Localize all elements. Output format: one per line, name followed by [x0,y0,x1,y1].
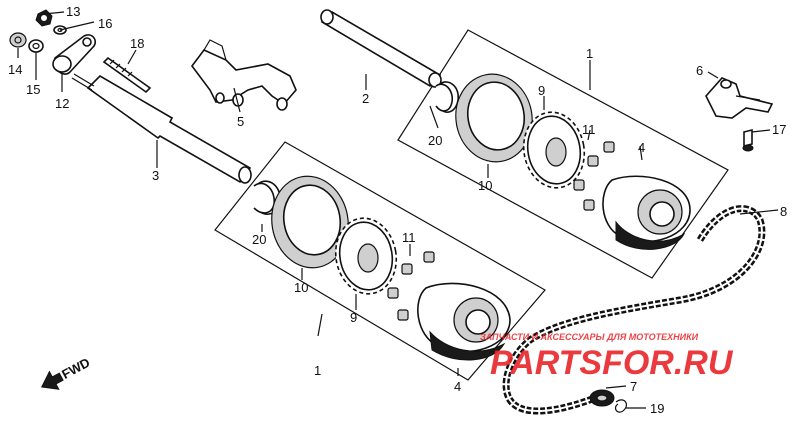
callout-10-top: 10 [478,178,492,193]
washer-part-15 [28,39,44,53]
watermark: ЗАПЧАСТИ И АКСЕССУАРЫ ДЛЯ МОТОТЕХНИКИ PA… [480,332,734,382]
chain-part-8 [502,205,766,415]
fork-part-5 [191,39,297,111]
hub-part-4-top [602,175,691,250]
callout-13: 13 [66,4,80,19]
callout-15: 15 [26,82,40,97]
callout-labels: 13 16 14 15 12 18 5 2 3 1 1 20 10 9 11 4… [8,4,787,416]
callout-6: 6 [696,63,703,78]
damper-part-11-top [573,141,615,211]
callout-20-top: 20 [428,133,442,148]
leader-lines [17,11,779,409]
assembly-box-top [397,29,729,279]
pin-part-19 [614,399,628,413]
callout-16: 16 [98,16,112,31]
callout-10-bottom: 10 [294,280,308,295]
plate-part-10-bottom [271,175,349,269]
bolt-part-17 [742,128,754,152]
sprocket-part-9-top [522,111,586,189]
plate-part-10-top [455,73,533,163]
sprocket-part-9-bottom [334,217,398,295]
callout-9-bottom: 9 [350,310,357,325]
damper-part-11-bottom [387,251,435,321]
fwd-label: FWD [59,355,92,382]
callout-19: 19 [650,401,664,416]
callout-1-bottom: 1 [314,363,321,378]
callout-3: 3 [152,168,159,183]
callout-7: 7 [630,379,637,394]
arm-part-12 [52,34,97,75]
callout-4-bottom: 4 [454,379,461,394]
nut-part-13 [35,9,53,27]
assembly-box-bottom [214,141,546,381]
callout-1-top: 1 [586,46,593,61]
callout-9-top: 9 [538,83,545,98]
forward-direction-indicator: FWD [40,355,92,390]
roller-part-7 [589,389,615,407]
bolt-part-18 [102,56,152,94]
callout-4-top: 4 [638,140,645,155]
callout-8: 8 [780,204,787,219]
hub-part-4-bottom [417,282,511,361]
callout-14: 14 [8,62,22,77]
nut-part-14 [9,32,27,48]
callout-2: 2 [362,91,369,106]
callout-12: 12 [55,96,69,111]
callout-20-bottom: 20 [252,232,266,247]
callout-5: 5 [237,114,244,129]
watermark-brand: PARTSFOR.RU [490,344,734,382]
shaft-part-2 [320,9,442,88]
callout-18: 18 [130,36,144,51]
bracket-part-6 [705,77,774,119]
callout-11-bottom: 11 [402,230,416,245]
callout-17: 17 [772,122,786,137]
watermark-tagline: ЗАПЧАСТИ И АКСЕССУАРЫ ДЛЯ МОТОТЕХНИКИ [480,332,699,342]
circlip-part-20-top [435,81,459,113]
shaft-part-3 [71,73,252,184]
fwd-arrow-icon [40,370,64,390]
callout-11-top: 11 [582,122,596,137]
